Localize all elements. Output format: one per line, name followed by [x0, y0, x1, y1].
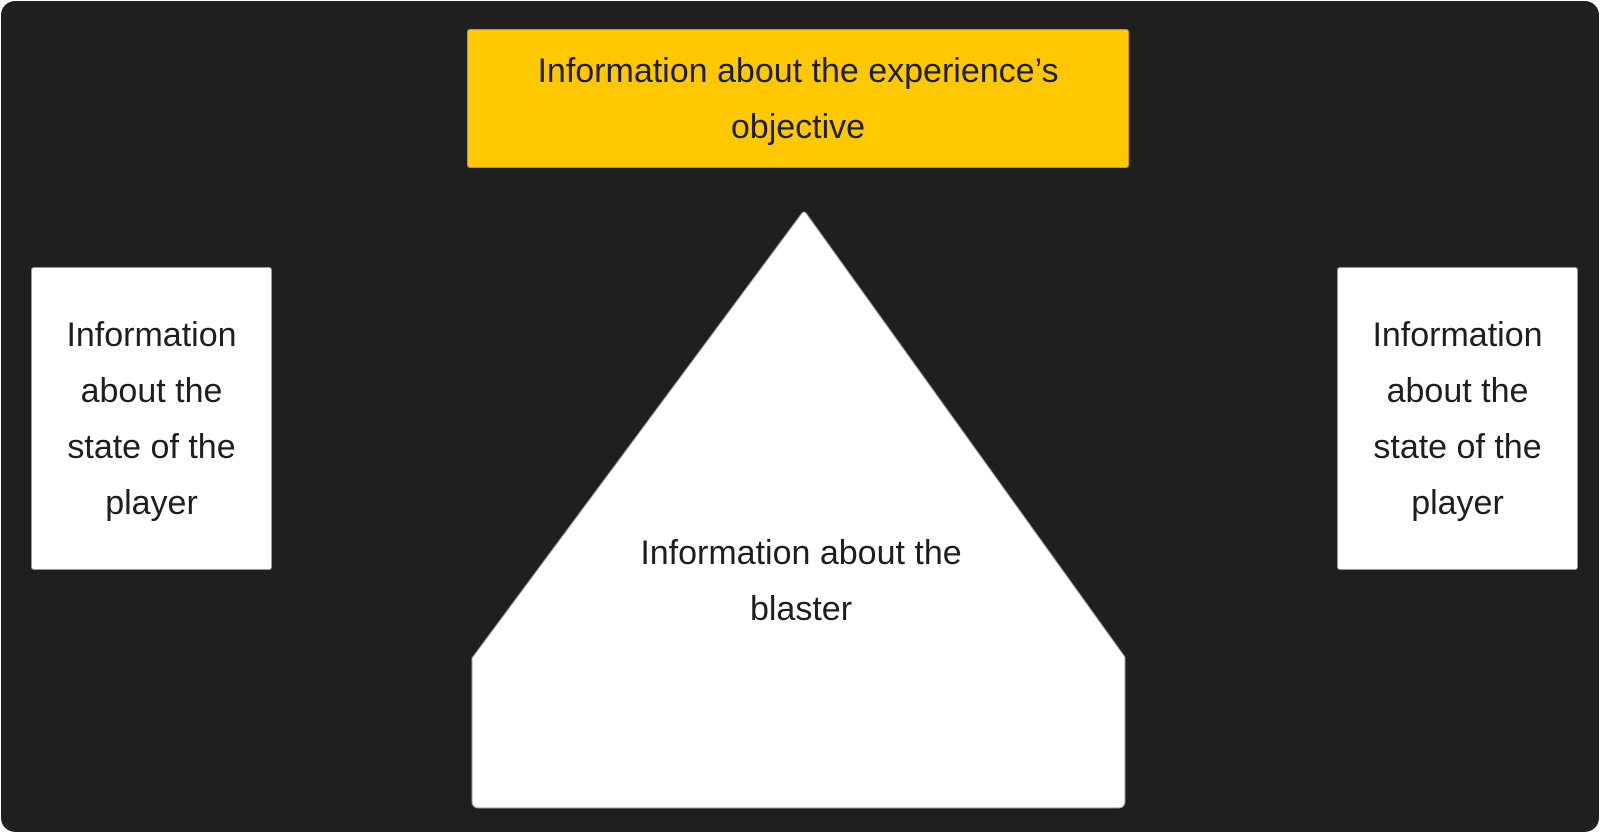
- player-state-box-right: Information about the state of the playe…: [1337, 267, 1578, 570]
- blaster-shape: [471, 211, 1126, 809]
- player-state-label-left: Information about the state of the playe…: [66, 315, 237, 522]
- player-state-label-right: Information about the state of the playe…: [1372, 315, 1543, 522]
- objective-box: Information about the experience’s objec…: [467, 29, 1129, 168]
- player-state-box-left: Information about the state of the playe…: [31, 267, 272, 570]
- objective-label: Information about the experience’s objec…: [537, 51, 1059, 146]
- blaster-label: Information about the blaster: [640, 534, 962, 628]
